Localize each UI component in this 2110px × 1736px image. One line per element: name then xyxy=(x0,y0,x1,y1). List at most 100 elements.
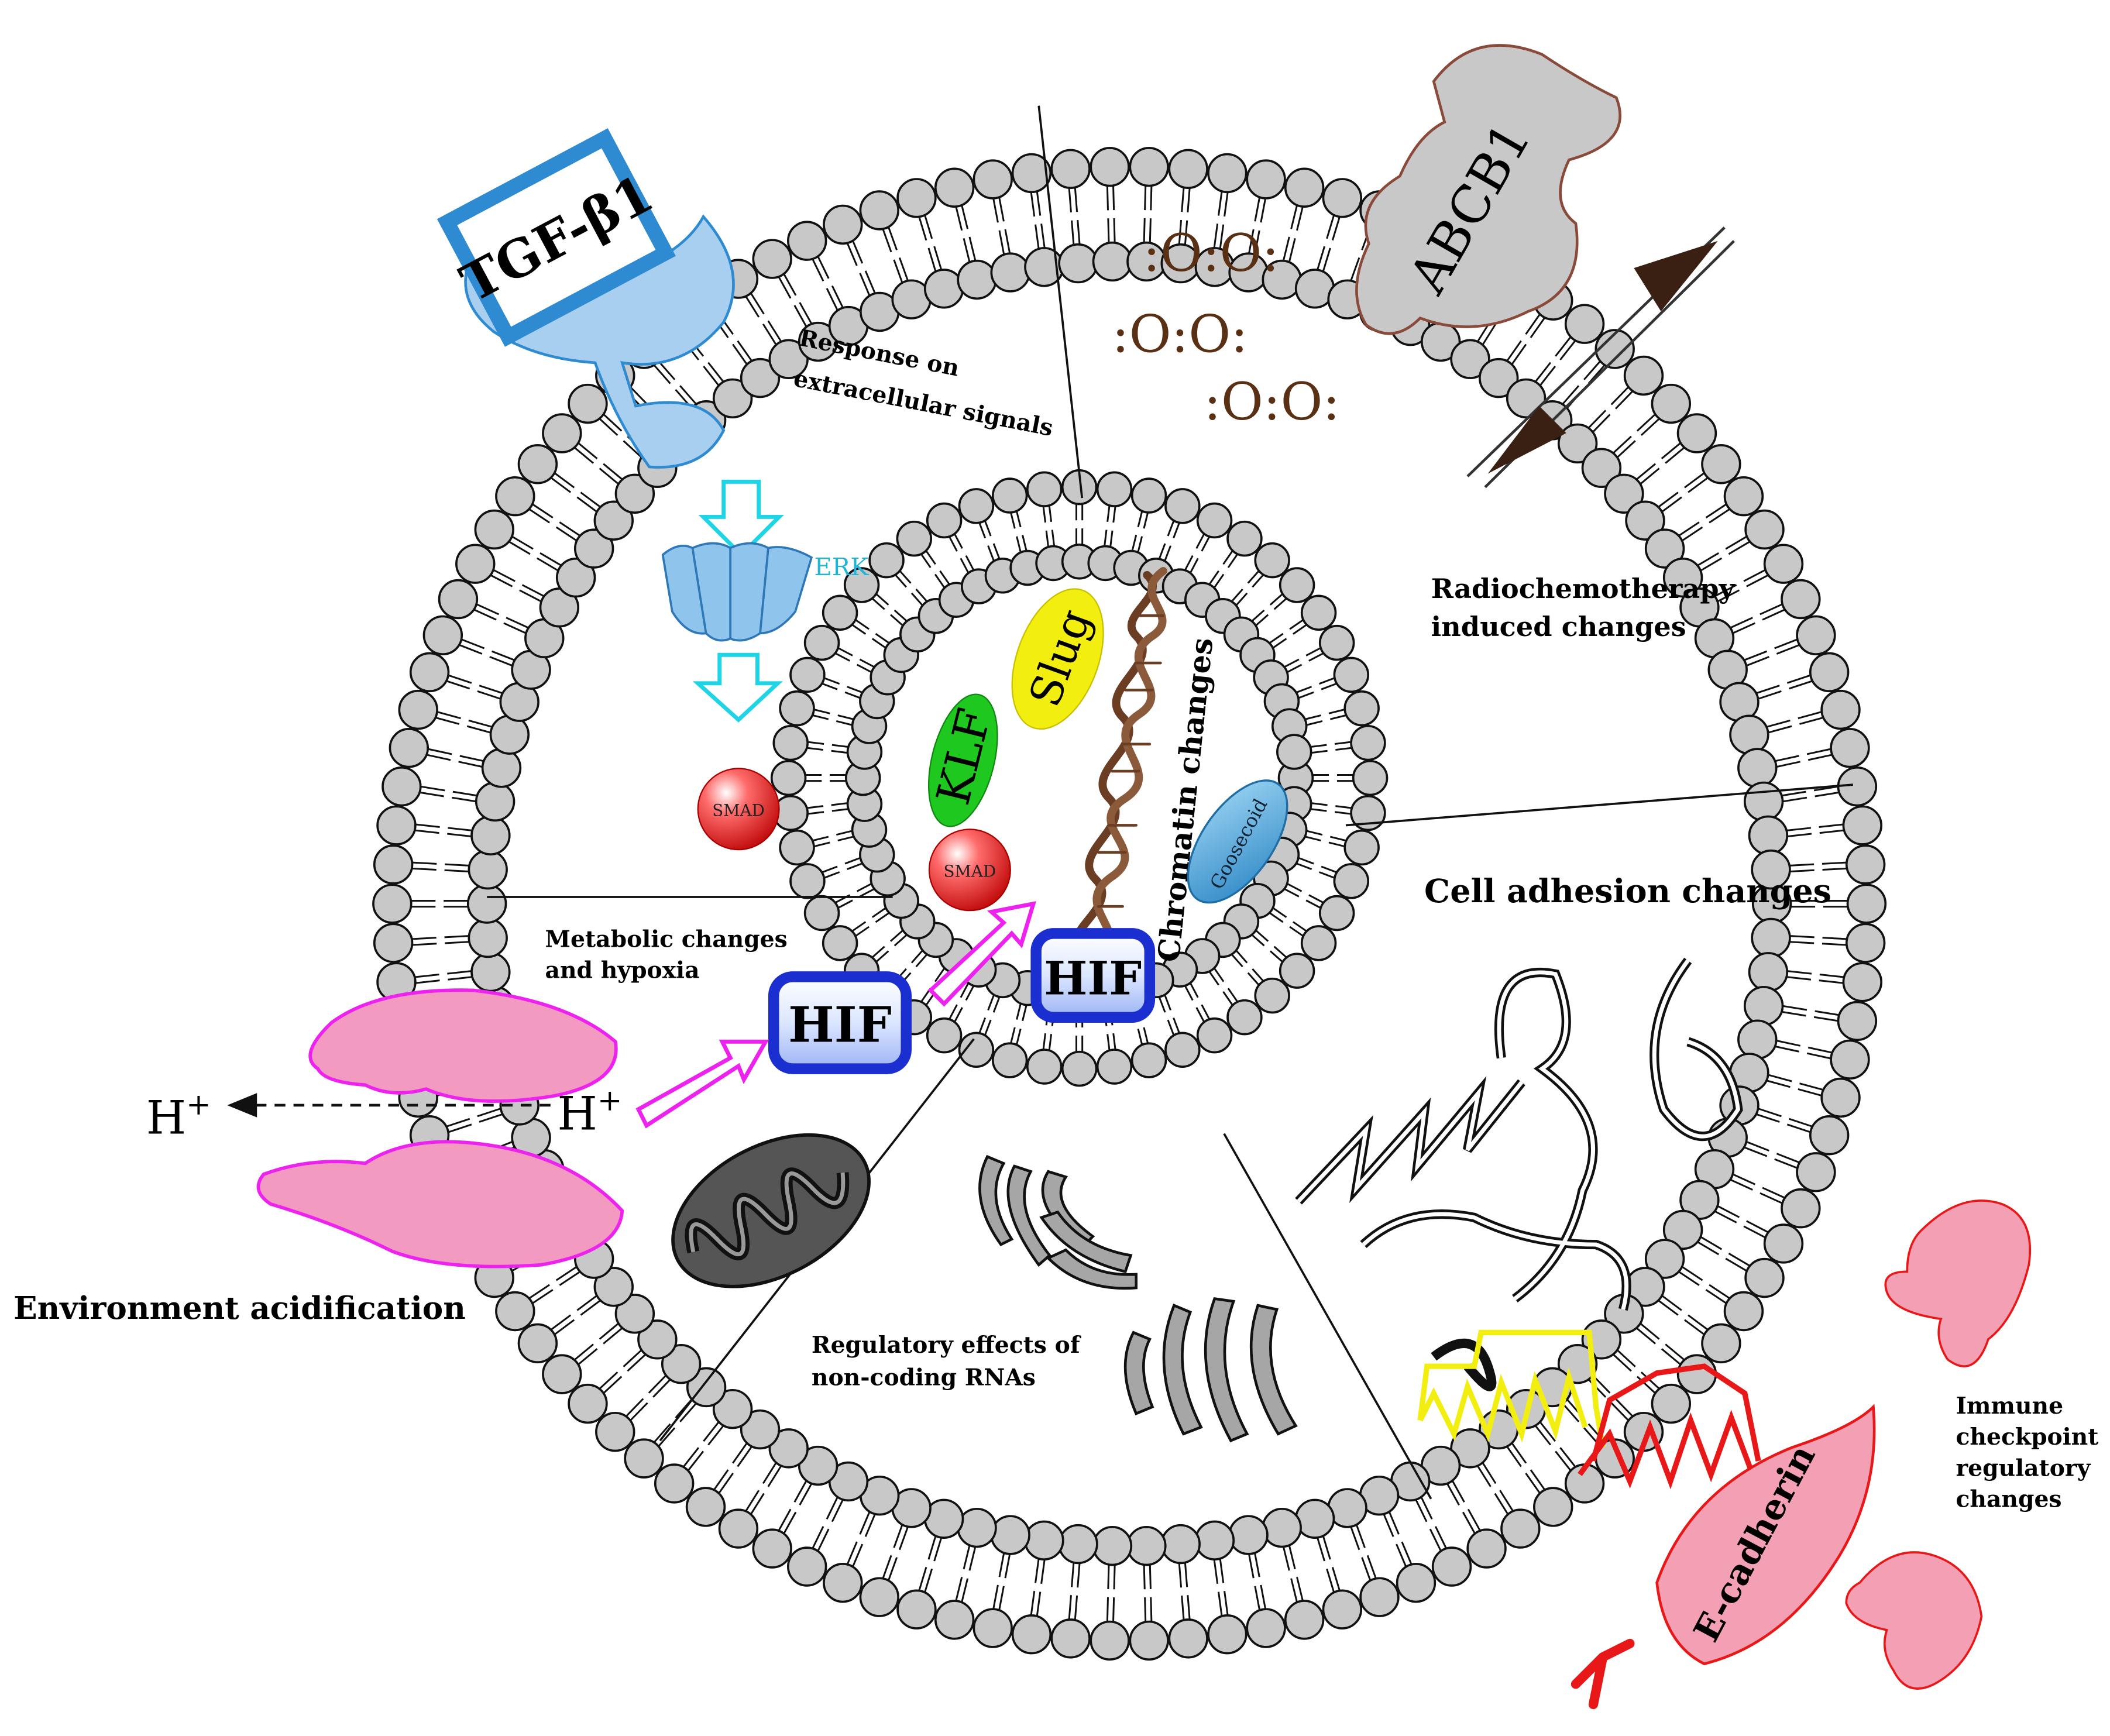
smad-sphere-a: SMAD xyxy=(697,768,780,851)
plasma-membrane-lipid-tail xyxy=(1322,1535,1331,1560)
nuclear-membrane-lipid-head xyxy=(779,829,815,866)
ecadherin-complex: E-cadherin xyxy=(1571,1363,1876,1710)
plasma-membrane-lipid-tail xyxy=(448,674,472,684)
plasma-membrane-lipid-tail xyxy=(846,1541,858,1565)
nuclear-membrane-lipid-tail xyxy=(1272,638,1287,649)
plasma-membrane-lipid-head xyxy=(972,1608,1013,1648)
plasma-membrane-lipid-tail xyxy=(1658,491,1679,508)
plasma-membrane-lipid-head xyxy=(1604,473,1644,514)
plasma-membrane-lipid-tail xyxy=(1383,1514,1394,1537)
nuclear-membrane-lipid-tail xyxy=(1112,506,1116,523)
nuclear-membrane-lipid-head xyxy=(1343,829,1380,866)
plasma-membrane-lipid-head xyxy=(1845,923,1886,963)
hypoxia-arrows xyxy=(635,901,1036,1129)
plasma-membrane-lipid-head xyxy=(1820,1077,1861,1118)
plasma-membrane-lipid-tail xyxy=(1178,219,1183,245)
nuclear-membrane-lipid-tail xyxy=(1051,530,1056,546)
plasma-membrane-lipid-tail xyxy=(412,861,437,865)
nuclear-membrane-lipid-tail xyxy=(1131,534,1138,551)
plasma-membrane-lipid-tail xyxy=(458,761,483,768)
plasma-membrane-lipid-tail xyxy=(1035,224,1040,249)
plasma-membrane-lipid-tail xyxy=(1789,941,1815,944)
erk-kinase-icon xyxy=(661,542,813,642)
nuclear-membrane-lipid-tail xyxy=(1305,647,1321,656)
nuclear-membrane-lipid-tail xyxy=(837,836,854,842)
plasma-membrane-lipid-tail xyxy=(1074,1595,1078,1620)
plasma-membrane-lipid-tail xyxy=(1815,1010,1839,1016)
nuclear-membrane-lipid-tail xyxy=(1251,609,1265,622)
plasma-membrane-lipid-tail xyxy=(576,496,597,513)
plasma-membrane-lipid-head xyxy=(595,1411,635,1452)
plasma-membrane-lipid-tail xyxy=(750,293,765,315)
plasma-membrane-lipid-head xyxy=(1820,689,1861,730)
plasma-membrane-lipid-tail xyxy=(1665,1343,1685,1361)
nuclear-membrane-lipid-tail xyxy=(1214,968,1225,982)
plasma-membrane-lipid-tail xyxy=(812,1526,824,1549)
plasma-membrane-lipid-tail xyxy=(1592,414,1611,433)
plasma-membrane-lipid-tail xyxy=(1178,1563,1183,1588)
plasma-membrane-lipid-head xyxy=(568,383,608,424)
nuclear-membrane-lipid-tail xyxy=(1208,971,1219,986)
plasma-membrane-lipid-tail xyxy=(1636,414,1656,432)
plasma-membrane-lipid-head xyxy=(768,339,809,379)
plasma-membrane-lipid-tail xyxy=(412,943,437,946)
plasma-membrane-lipid-tail xyxy=(532,503,554,519)
nuclear-membrane-lipid-tail xyxy=(807,741,824,745)
plasma-membrane-lipid-head xyxy=(1450,339,1490,379)
nuclear-membrane-lipid-head xyxy=(1026,1049,1063,1085)
plasma-membrane-lipid-tail xyxy=(1746,574,1769,587)
plasma-membrane-lipid-tail xyxy=(1746,1141,1770,1152)
plasma-membrane-lipid-tail xyxy=(1661,496,1682,513)
plasma-membrane-lipid-tail xyxy=(1822,861,1847,865)
nuclear-membrane-lipid-tail xyxy=(949,1004,958,1020)
plasma-membrane-lipid-tail xyxy=(1746,656,1770,667)
plasma-membrane-lipid-tail xyxy=(826,288,838,311)
plasma-membrane-lipid-tail xyxy=(446,1118,470,1127)
nuclear-membrane-lipid-tail xyxy=(1252,574,1264,588)
nuclear-membrane-lipid-tail xyxy=(992,543,1001,559)
plasma-membrane-lipid-head xyxy=(1651,1383,1692,1424)
nuclear-membrane-lipid-tail xyxy=(1287,664,1303,673)
plasma-membrane-lipid-tail xyxy=(799,302,813,325)
plasma-membrane-lipid-tail xyxy=(1326,215,1335,239)
nuclear-membrane-lipid-tail xyxy=(949,536,958,552)
plasma-membrane-lipid-tail xyxy=(1787,833,1812,837)
plasma-membrane-lipid-tail xyxy=(1640,467,1660,485)
plasma-membrane-lipid-head xyxy=(1294,1498,1335,1539)
nuclear-membrane-lipid-head xyxy=(896,520,933,557)
nuclear-membrane-lipid-tail xyxy=(822,682,838,690)
nuclear-membrane-lipid-head xyxy=(1130,477,1167,514)
nuclear-membrane-lipid-tail xyxy=(1298,691,1314,699)
plasma-membrane-lipid-tail xyxy=(1530,1469,1546,1490)
plasma-membrane-lipid-tail xyxy=(1661,1295,1682,1311)
nuclear-membrane-lipid-tail xyxy=(1311,750,1328,754)
plasma-membrane-lipid-tail xyxy=(1077,1563,1081,1588)
hif-b-label: HIF xyxy=(1044,951,1142,1005)
plasma-membrane-lipid-tail xyxy=(1636,1376,1656,1394)
nuclear-membrane-lipid-tail xyxy=(1308,894,1324,903)
plasma-membrane-lipid-head xyxy=(1500,1508,1541,1549)
plasma-membrane-lipid-head xyxy=(409,652,450,693)
plasma-membrane-lipid-tail xyxy=(1756,685,1780,695)
plasma-membrane-lipid-head xyxy=(470,815,511,856)
nuclear-membrane-lipid-head xyxy=(1318,895,1355,931)
nuclear-membrane-lipid-tail xyxy=(1190,982,1199,998)
plasma-membrane-lipid-head xyxy=(474,509,514,550)
plasma-membrane-lipid-tail xyxy=(1559,340,1576,360)
plasma-membrane-lipid-tail xyxy=(1684,472,1705,489)
nuclear-membrane-lipid-tail xyxy=(844,691,861,699)
plasma-membrane-lipid-tail xyxy=(1143,218,1146,243)
plasma-membrane-lipid-tail xyxy=(924,215,933,239)
plasma-membrane-lipid-tail xyxy=(479,685,503,695)
plasma-membrane-lipid-tail xyxy=(1806,1052,1831,1060)
nuclear-membrane-lipid-tail xyxy=(1227,988,1238,1002)
nuclear-membrane-lipid-tail xyxy=(1164,995,1171,1011)
nuclear-membrane-lipid-tail xyxy=(895,574,907,588)
plasma-membrane-lipid-tail xyxy=(1030,192,1036,217)
plasma-membrane-lipid-head xyxy=(1744,509,1785,550)
plasma-membrane-lipid-tail xyxy=(1350,257,1360,281)
plasma-membrane-lipid-tail xyxy=(1068,1595,1072,1620)
plasma-membrane-lipid-tail xyxy=(1661,1348,1681,1366)
immune-label-line2: checkpoint xyxy=(1956,1424,2098,1450)
plasma-membrane-lipid-tail xyxy=(1420,1497,1433,1520)
